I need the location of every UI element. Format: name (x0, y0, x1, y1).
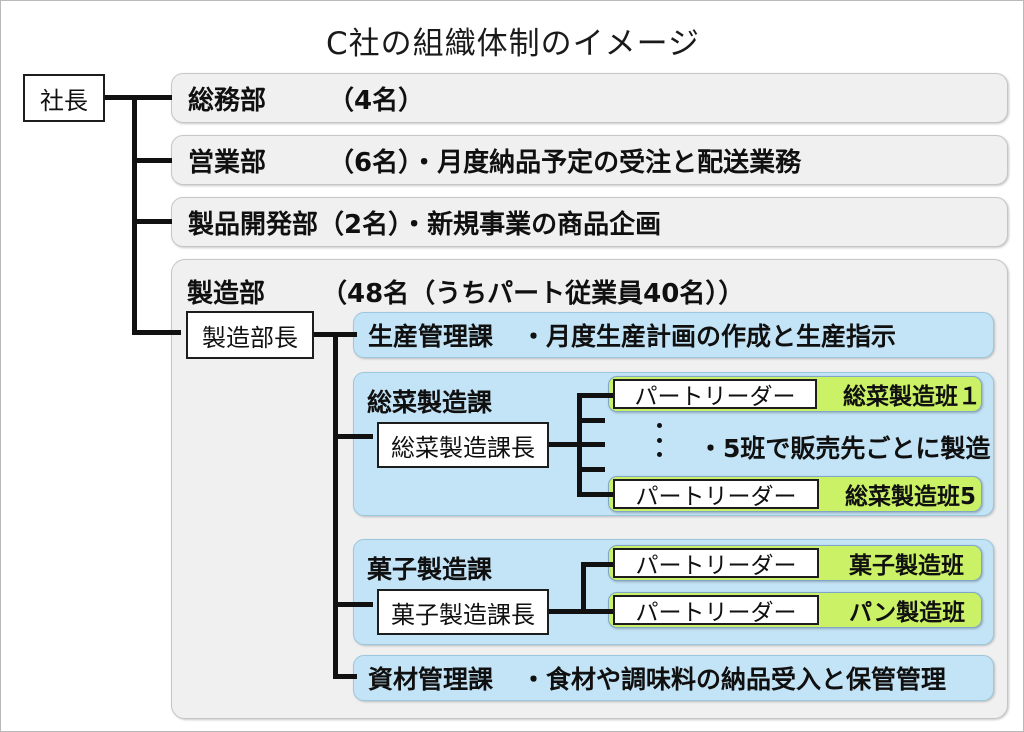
section-detail-production-control: ・月度生産計画の作成と生産指示 (521, 322, 897, 351)
node-bread-team-leader: パートリーダー (613, 595, 819, 626)
section-box-materials-management: 資材管理課 ・食材や調味料の納品受入と保管管理 (353, 655, 994, 701)
team-box-bread: パートリーダー パン製造班 (608, 592, 982, 628)
connector-confectionery-manager-horizontal (549, 609, 585, 614)
section-box-production-control: 生産管理課 ・月度生産計画の作成と生産指示 (353, 312, 994, 358)
team-name-confectionery-1: 菓子製造班 (849, 553, 964, 579)
connector-stub-dept-2 (132, 158, 172, 163)
node-deli-team-1-leader-label: パートリーダー (634, 384, 796, 410)
dept-box-general-affairs: 総務部 （4名） (171, 73, 1008, 123)
connector-mfg-manager-horizontal (314, 332, 338, 337)
connector-president-horizontal (105, 95, 137, 100)
connector-deli-branch-2 (577, 418, 605, 423)
node-manufacturing-manager-label: 製造部長 (202, 323, 298, 352)
dept-detail-product-development: （2名）・新規事業の商品企画 (318, 209, 662, 240)
node-president: 社長 (23, 74, 105, 122)
connector-stub-section-4 (333, 674, 357, 679)
section-name-deli-manufacturing: 総菜製造課 (367, 388, 493, 417)
connector-stub-dept-1 (132, 95, 172, 100)
dept-detail-general-affairs: （4名） (328, 85, 425, 116)
node-confectionery-section-manager: 菓子製造課長 (377, 589, 549, 635)
team-name-bread: パン製造班 (849, 600, 966, 626)
connector-deli-branch-1 (577, 393, 613, 398)
section-name-materials-management: 資材管理課 (368, 665, 494, 694)
connector-confectionery-bus-vertical (581, 562, 586, 614)
connector-confectionery-branch-2 (581, 609, 613, 614)
dept-name-product-development: 製品開発部 (188, 209, 319, 240)
page-title: C社の組織体制のイメージ (325, 26, 701, 62)
node-manufacturing-manager: 製造部長 (186, 311, 314, 359)
node-deli-team-5-leader-label: パートリーダー (635, 484, 797, 510)
node-deli-section-manager-label: 総菜製造課長 (391, 433, 535, 462)
node-bread-team-leader-label: パートリーダー (635, 600, 797, 626)
connector-deli-branch-4 (577, 467, 605, 472)
connector-stub-section-1 (333, 332, 357, 337)
team-box-confectionery-1: パートリーダー 菓子製造班 (608, 545, 982, 581)
section-note-deli: ・5班で販売先ごとに製造 (698, 434, 991, 463)
dept-detail-sales: （6名）・月度納品予定の受注と配送業務 (328, 147, 802, 178)
team-name-deli-1: 総菜製造班１ (843, 384, 981, 410)
node-confectionery-team-1-leader-label: パートリーダー (635, 553, 797, 579)
node-confectionery-section-manager-label: 菓子製造課長 (391, 600, 535, 629)
dept-name-general-affairs: 総務部 (188, 85, 267, 116)
connector-stub-dept-4 (132, 330, 181, 335)
node-deli-section-manager: 総菜製造課長 (377, 422, 549, 468)
node-deli-team-1-leader: パートリーダー (613, 379, 817, 410)
dept-name-sales: 営業部 (188, 147, 267, 178)
team-box-deli-1: パートリーダー 総菜製造班１ (608, 376, 982, 412)
connector-stub-section-2 (333, 434, 373, 439)
ellipsis-vertical-icon (656, 423, 662, 457)
team-box-deli-5: パートリーダー 総菜製造班5 (608, 476, 982, 512)
team-name-deli-5: 総菜製造班5 (845, 484, 977, 510)
dept-box-sales: 営業部 （6名）・月度納品予定の受注と配送業務 (171, 135, 1008, 185)
node-president-label: 社長 (40, 86, 88, 115)
dept-box-product-development: 製品開発部 （2名）・新規事業の商品企画 (171, 197, 1008, 247)
connector-stub-dept-3 (132, 219, 172, 224)
connector-deli-branch-5 (577, 492, 613, 497)
section-name-production-control: 生産管理課 (368, 322, 494, 351)
dept-detail-manufacturing: （48名（うちパート従業員40名）） (321, 279, 745, 309)
connector-stub-section-3 (333, 602, 373, 607)
connector-mfg-inner-trunk (333, 332, 338, 679)
section-name-confectionery-manufacturing: 菓子製造課 (367, 555, 493, 584)
node-confectionery-team-1-leader: パートリーダー (613, 548, 819, 579)
connector-confectionery-branch-1 (581, 562, 613, 567)
connector-deli-branch-3 (577, 442, 605, 447)
section-detail-materials-management: ・食材や調味料の納品受入と保管管理 (521, 665, 947, 694)
node-deli-team-5-leader: パートリーダー (613, 479, 819, 510)
connector-main-trunk (132, 95, 137, 335)
connector-deli-manager-horizontal (549, 442, 581, 447)
dept-name-manufacturing: 製造部 (187, 279, 266, 309)
